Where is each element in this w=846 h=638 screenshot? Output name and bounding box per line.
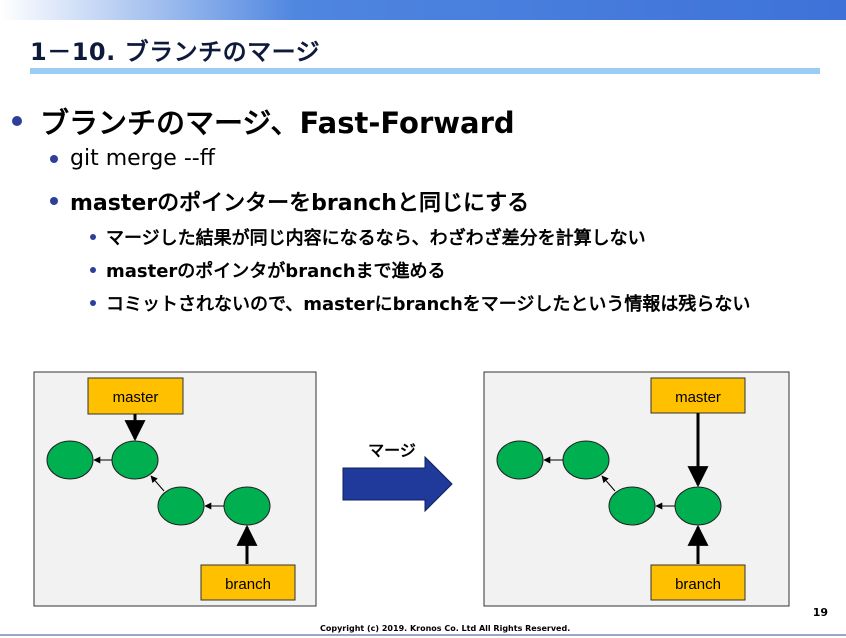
bullet-sub1: git merge --ff [50,146,215,171]
branch-pointer-label: branch [225,576,271,593]
bullet-dot-icon [50,154,58,163]
slide-title: 1－10. ブランチのマージ [30,38,321,66]
footer-rule [0,634,846,636]
bullet-dot-icon [12,116,22,126]
bullet-main: ブランチのマージ、Fast-Forward [12,100,515,142]
merge-label: マージ [368,443,416,460]
branch-pointer-box [200,564,296,601]
bullet-sub2-item: マージした結果が同じ内容になるなら、わざわざ差分を計算しない [90,224,646,250]
master-pointer-label: master [675,389,721,406]
commit-node [111,440,159,480]
page-number: 19 [812,606,828,619]
bullet-sub2-item-text: マージした結果が同じ内容になるなら、わざわざ差分を計算しない [106,228,646,249]
bullet-sub1-text: git merge --ff [70,146,215,171]
title-underline [30,68,820,74]
bullet-dot-icon [50,197,58,205]
commit-node [46,440,94,480]
merge-arrow-icon [342,455,453,513]
commit-node [223,486,271,526]
branch-pointer-label: branch [675,576,721,593]
bullet-sub2-item-text: masterのポインタがbranchまで進める [106,261,446,282]
bullet-dot-icon [90,267,96,273]
bullet-sub2-item-text: コミットされないので、masterにbranchをマージしたという情報は残らない [106,294,751,315]
bullet-main-text: ブランチのマージ、Fast-Forward [40,106,515,140]
branch-pointer-box [650,564,746,601]
master-pointer-box [650,377,746,414]
header-band [0,0,846,20]
commit-node [674,486,722,526]
commit-node [496,440,544,480]
bullet-sub2: masterのポインターをbranchと同じにする [50,185,529,217]
bullet-sub2-text: masterのポインターをbranchと同じにする [70,191,530,216]
bullet-dot-icon [90,234,96,240]
parent-arrow [601,475,616,492]
copyright-text: Copyright (c) 2019. Kronos Co. Ltd All R… [320,624,571,633]
bullet-sub2-item: コミットされないので、masterにbranchをマージしたという情報は残らない [90,290,750,316]
bullet-dot-icon [90,300,96,306]
master-pointer-label: master [113,389,159,406]
commit-node [608,486,656,526]
parent-arrow [150,475,165,492]
bullet-sub2-item: masterのポインタがbranchまで進める [90,257,446,283]
master-pointer-box [87,377,184,415]
commit-node [562,440,610,480]
commit-node [157,486,205,526]
